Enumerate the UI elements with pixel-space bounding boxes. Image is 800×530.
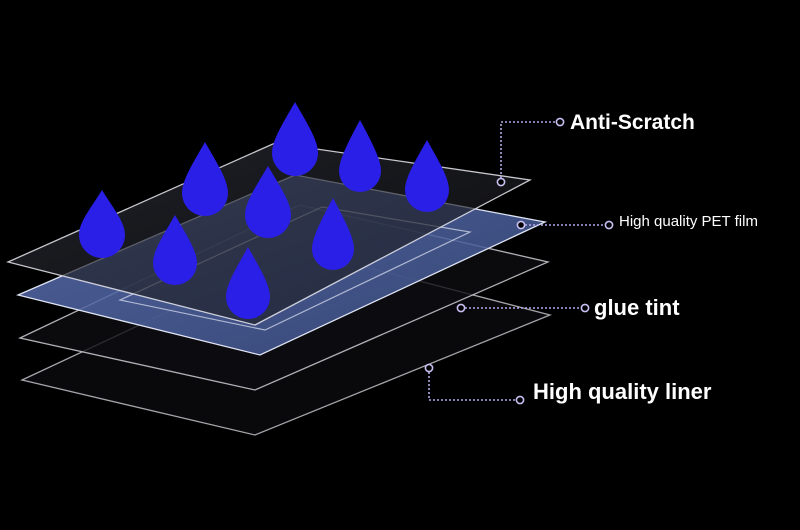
water-drop-icon: [79, 190, 125, 258]
water-drop-icon: [245, 166, 291, 238]
end-dot-anti-scratch: [555, 117, 565, 127]
water-drop-icon: [339, 120, 381, 192]
water-drops: [79, 102, 449, 319]
label-glue-tint: glue tint: [594, 295, 680, 320]
label-liner: High quality liner: [533, 379, 712, 404]
water-drop-icon: [226, 247, 270, 319]
anchor-dot-anti-scratch: [496, 177, 506, 187]
end-dot-glue: [580, 303, 590, 313]
water-drop-icon: [312, 198, 354, 270]
water-drop-icon: [272, 102, 318, 176]
anchor-dot-glue: [456, 303, 466, 313]
label-pet-film: High quality PET film: [619, 213, 758, 230]
water-drop-icon: [182, 142, 228, 216]
water-drop-icon: [405, 140, 449, 212]
end-dot-liner: [515, 395, 525, 405]
anchor-dot-liner: [424, 363, 434, 373]
anchor-dot-pet-film: [516, 220, 526, 230]
leader-line-liner: [428, 368, 518, 401]
water-drop-icon: [153, 215, 197, 285]
leader-line-anti-scratch: [500, 121, 558, 182]
end-dot-pet-film: [604, 220, 614, 230]
label-anti-scratch: Anti-Scratch: [570, 111, 695, 134]
